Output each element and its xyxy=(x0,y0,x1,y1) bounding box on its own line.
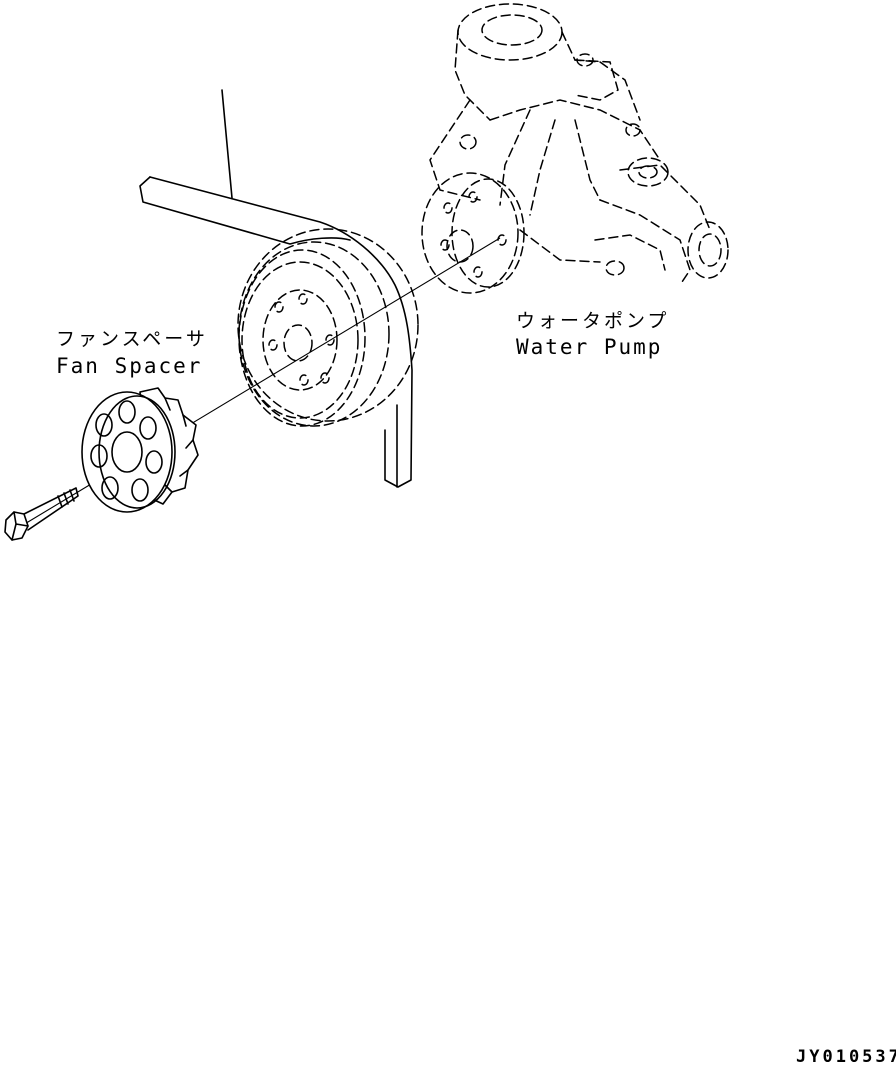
fan-belt xyxy=(139,89,413,488)
fan-spacer-label-ja: ファンスペーサ xyxy=(56,328,208,350)
fan-spacer xyxy=(81,387,199,513)
water-pump-flange xyxy=(421,172,525,294)
fan-spacer-label-en: Fan Spacer xyxy=(56,354,203,378)
bolt xyxy=(4,487,79,541)
fan-pulley xyxy=(237,228,419,427)
drawing-code: JY010537 xyxy=(796,1047,896,1067)
water-pump-label-ja: ウォータポンプ xyxy=(516,310,670,332)
water-pump-label-en: Water Pump xyxy=(516,335,663,359)
water-pump-housing xyxy=(429,3,729,286)
